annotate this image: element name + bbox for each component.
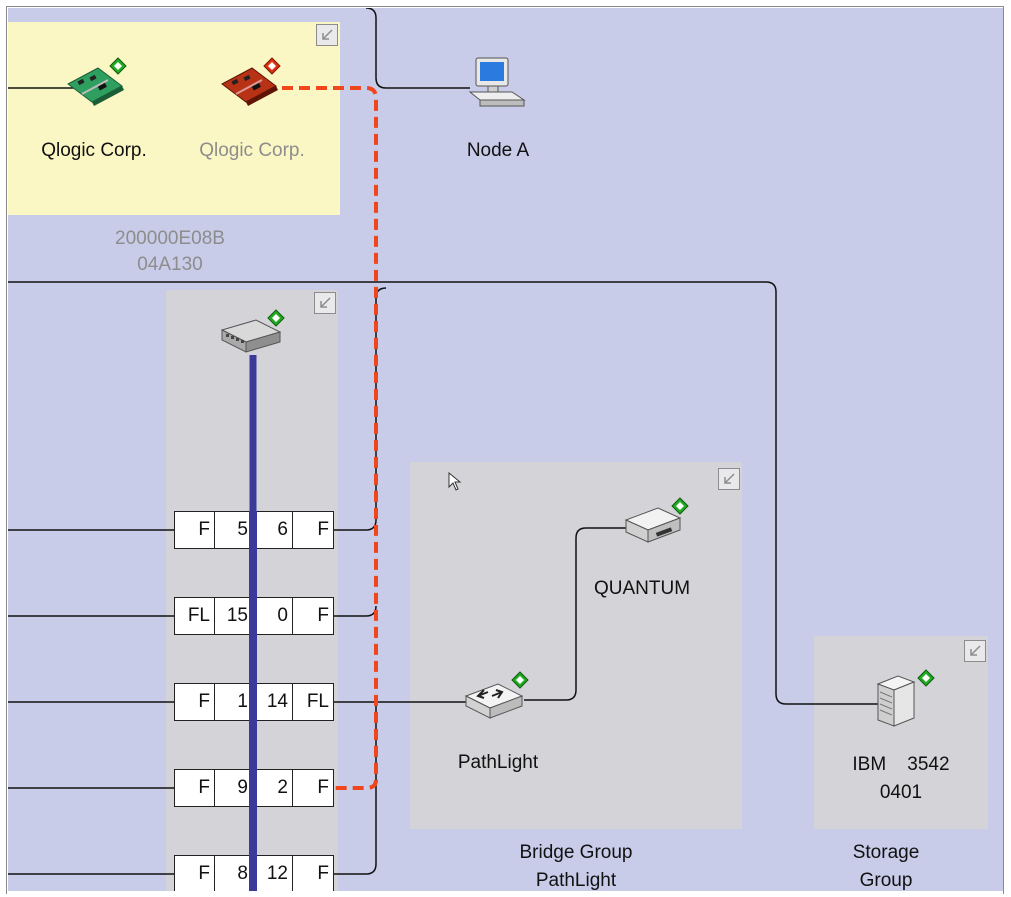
collapse-arrow-icon <box>724 473 735 484</box>
mouse-pointer-icon <box>448 472 462 491</box>
port-number: 12 <box>253 856 293 892</box>
adapter-label: Qlogic Corp. <box>41 140 147 161</box>
tape-drive-label: QUANTUM <box>593 578 691 599</box>
tape-drive-icon[interactable] <box>624 496 694 548</box>
collapse-button[interactable] <box>314 292 336 314</box>
port-number: 0 <box>253 598 293 634</box>
port-number: 6 <box>253 512 293 548</box>
storage-group-caption-line2: Group <box>859 870 913 891</box>
computer-icon[interactable] <box>466 56 530 112</box>
host-wwn-line1: 200000E08B <box>115 228 225 249</box>
bridge-icon[interactable] <box>464 670 536 724</box>
hba-card-icon[interactable] <box>64 56 132 106</box>
switch-trunk-overlay <box>249 511 257 897</box>
node-link[interactable] <box>365 7 470 89</box>
bridge-group-caption-line2: PathLight <box>535 870 617 891</box>
host-group[interactable] <box>8 22 340 215</box>
port-type: F <box>175 770 215 806</box>
port-type: FL <box>306 691 329 712</box>
storage-group-caption-line1: Storage <box>852 842 920 863</box>
port-type: F <box>317 863 329 884</box>
fc-switch-icon[interactable] <box>220 308 292 360</box>
storage-device-line1: IBM 3542 <box>852 754 950 775</box>
tape-link[interactable] <box>524 527 640 701</box>
storage-device-line2: 0401 <box>879 782 923 803</box>
port-number: 2 <box>253 770 293 806</box>
bridge-group-caption-line1: Bridge Group <box>519 842 633 863</box>
port-type: F <box>175 856 215 892</box>
canvas-border <box>6 6 1004 894</box>
storage-link[interactable] <box>8 281 880 705</box>
storage-tower-icon[interactable] <box>870 668 942 730</box>
frame-left <box>0 0 8 897</box>
port-type: FL <box>175 598 215 634</box>
port-type: F <box>175 684 215 720</box>
storage-group[interactable] <box>814 636 988 829</box>
failed-link[interactable] <box>282 86 378 790</box>
frame-right <box>1003 0 1011 897</box>
adapter-label: Qlogic Corp. <box>199 140 305 161</box>
node-label: Node A <box>466 140 530 161</box>
host-wwn-line2: 04A130 <box>137 254 203 275</box>
bridge-label: PathLight <box>457 752 539 773</box>
collapse-button[interactable] <box>718 468 740 490</box>
collapse-button[interactable] <box>964 640 986 662</box>
port-type: F <box>317 777 329 798</box>
hba-card-icon[interactable] <box>218 56 286 106</box>
collapse-arrow-icon <box>970 645 981 656</box>
frame-bottom <box>0 891 1011 897</box>
port-type: F <box>317 605 329 626</box>
port-type: F <box>317 519 329 540</box>
port-number: 14 <box>253 684 293 720</box>
collapse-arrow-icon <box>320 297 331 308</box>
frame-top <box>0 0 1011 8</box>
collapse-button[interactable] <box>316 24 338 46</box>
collapse-arrow-icon <box>322 29 333 40</box>
port-type: F <box>175 512 215 548</box>
